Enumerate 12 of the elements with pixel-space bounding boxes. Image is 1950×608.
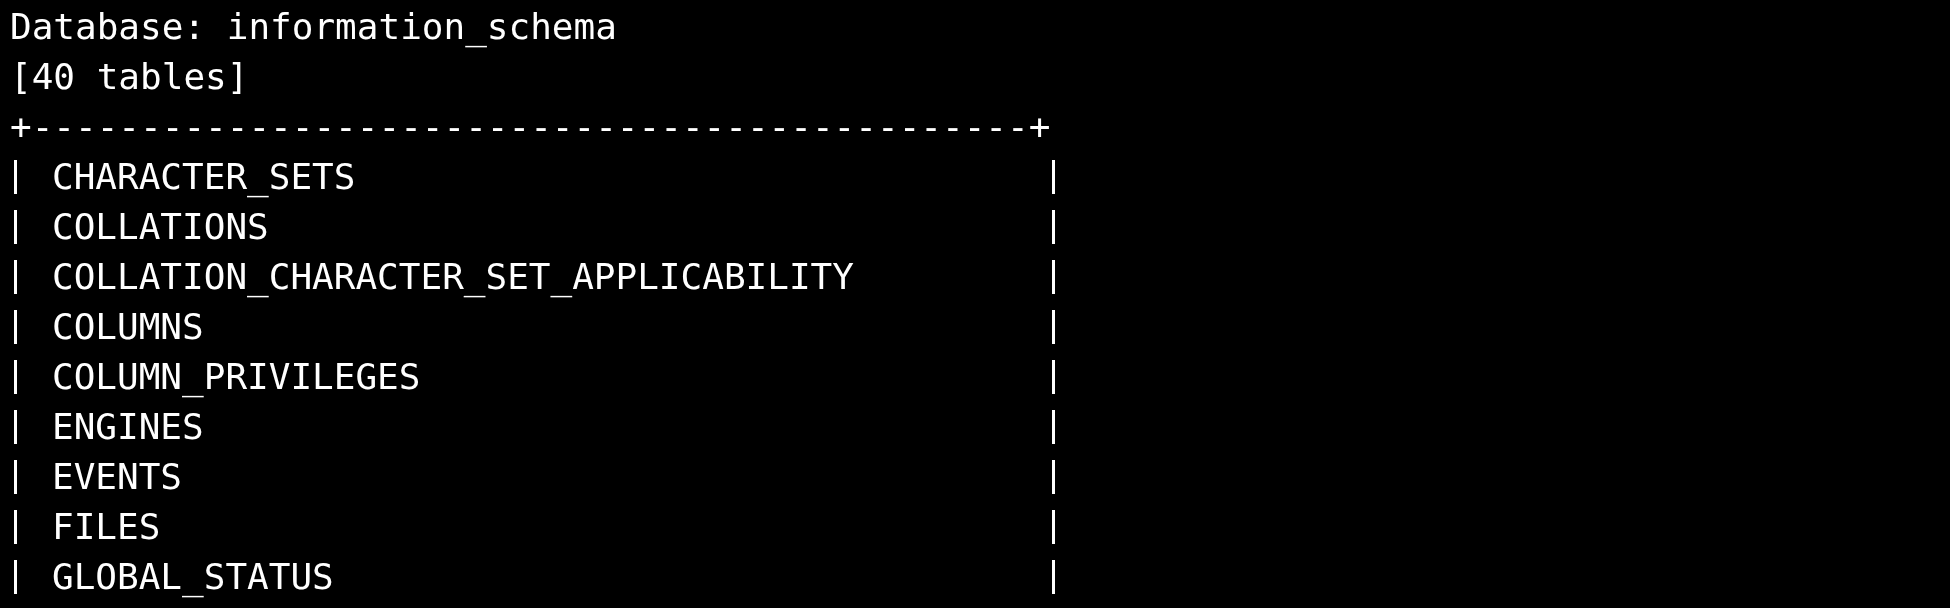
- table-border-line: +----------------------------------------------+: [10, 105, 1051, 149]
- table-name: COLLATIONS: [52, 205, 269, 249]
- table-name: COLLATION_CHARACTER_SET_APPLICABILITY: [52, 255, 854, 300]
- table-name: COLUMN_PRIVILEGES: [52, 355, 421, 400]
- table-name: CHARACTER_SETS: [52, 155, 356, 200]
- table-name: COLUMNS: [52, 305, 204, 349]
- table-name: GLOBAL_STATUS: [52, 555, 334, 600]
- heading-text: Database: information_schema: [10, 5, 617, 50]
- table-name: FILES: [52, 505, 161, 549]
- table-name: ENGINES: [52, 405, 204, 449]
- table-count-text: [40 tables]: [10, 55, 249, 99]
- table-name: EVENTS: [52, 455, 183, 499]
